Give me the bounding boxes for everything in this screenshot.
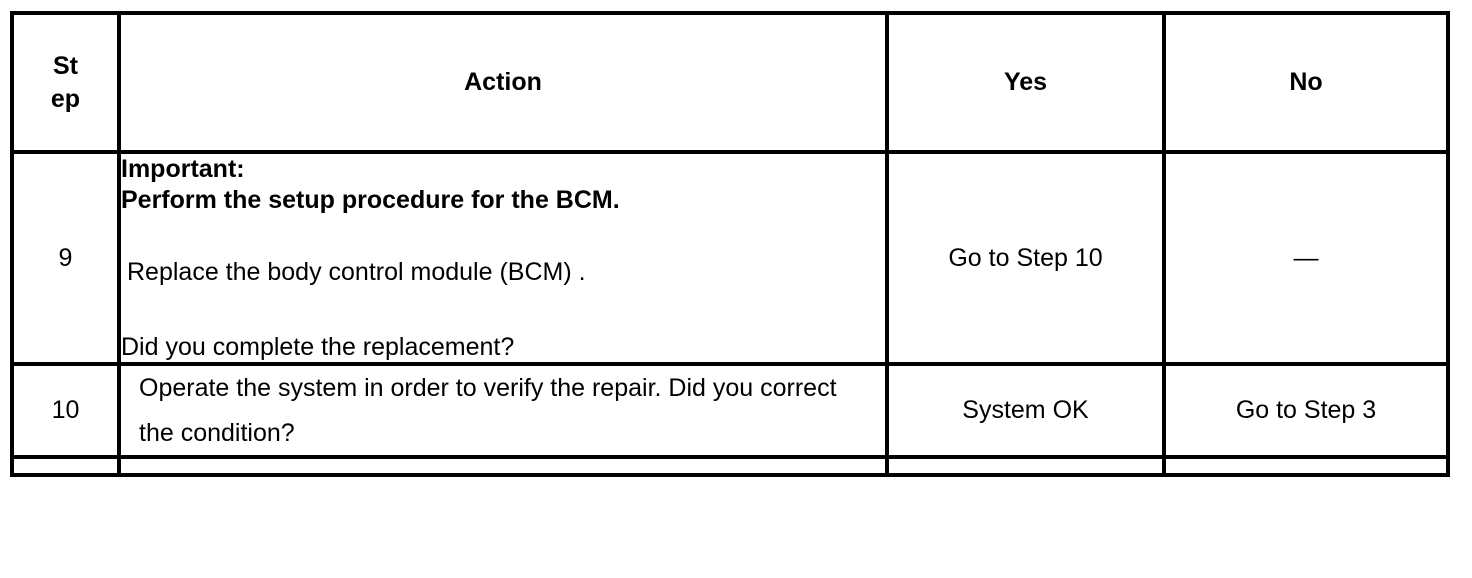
diagnostic-step-table: St ep Action Yes No 9 Important: Perform… bbox=[10, 11, 1450, 477]
action-line-replace-bcm: Replace the body control module (BCM) . bbox=[127, 258, 586, 286]
column-header-step-line2: ep bbox=[50, 84, 81, 113]
step-number: 9 bbox=[10, 150, 121, 366]
column-header-no: No bbox=[1162, 11, 1450, 154]
table-row-truncated bbox=[10, 455, 1450, 477]
action-cell-truncated bbox=[117, 455, 889, 477]
no-answer-cell: Go to Step 3 bbox=[1162, 362, 1450, 459]
column-header-step-line1: St bbox=[53, 51, 78, 80]
no-answer-cell-truncated bbox=[1162, 455, 1450, 477]
step-number-truncated bbox=[10, 455, 121, 477]
action-spacer-2 bbox=[121, 288, 885, 332]
column-header-yes: Yes bbox=[885, 11, 1166, 154]
action-line-important: Important: bbox=[121, 155, 245, 183]
action-spacer bbox=[121, 215, 885, 257]
yes-answer-cell: System OK bbox=[885, 362, 1166, 459]
column-header-step: St ep bbox=[10, 11, 121, 154]
yes-answer-cell-truncated bbox=[885, 455, 1166, 477]
action-cell: Important: Perform the setup procedure f… bbox=[117, 150, 889, 366]
table-row: 9 Important: Perform the setup procedure… bbox=[10, 150, 1450, 366]
action-cell: Operate the system in order to verify th… bbox=[117, 362, 889, 459]
action-line-question: Did you complete the replacement? bbox=[121, 332, 515, 361]
step-number: 10 bbox=[10, 362, 121, 459]
table-row: 10 Operate the system in order to verify… bbox=[10, 362, 1450, 459]
column-header-action: Action bbox=[117, 11, 889, 154]
no-answer-cell: — bbox=[1162, 150, 1450, 366]
action-line-setup-procedure: Perform the setup procedure for the BCM. bbox=[121, 185, 620, 214]
table-header-row: St ep Action Yes No bbox=[10, 11, 1450, 154]
action-line-verify-repair: Operate the system in order to verify th… bbox=[139, 374, 837, 447]
yes-answer-cell: Go to Step 10 bbox=[885, 150, 1166, 366]
